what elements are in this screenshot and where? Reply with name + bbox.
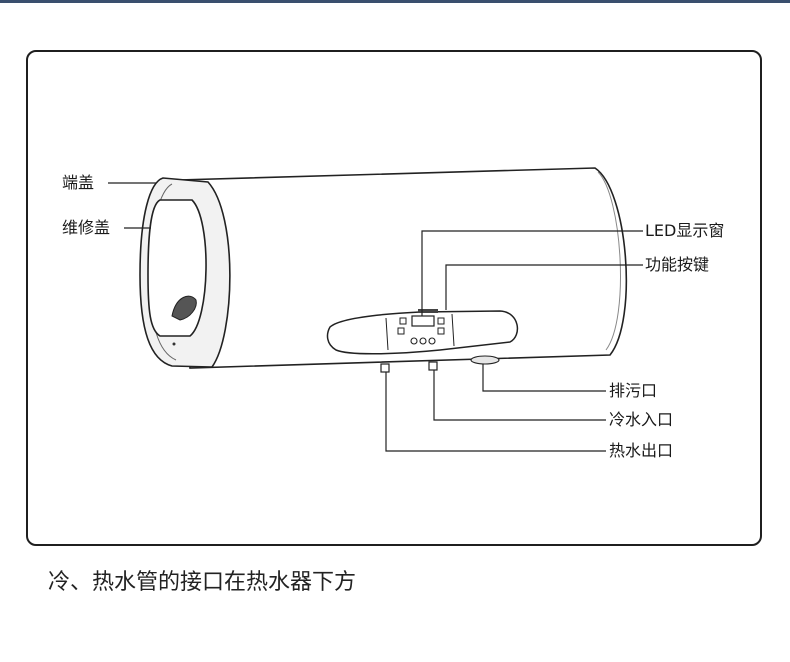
label-end-cap: 端盖 xyxy=(62,173,95,192)
top-border-line xyxy=(0,0,790,3)
drain-outlet-port xyxy=(470,355,500,365)
label-cold-water-inlet: 冷水入口 xyxy=(609,410,674,429)
label-led-window: LED显示窗 xyxy=(645,221,725,240)
cold-water-inlet-pipe xyxy=(428,361,438,371)
diagram-frame xyxy=(26,50,762,546)
hot-water-outlet-pipe xyxy=(380,363,390,373)
label-drain-outlet: 排污口 xyxy=(609,381,658,400)
control-panel xyxy=(326,310,519,355)
leader-cold-water-inlet xyxy=(433,370,606,421)
label-function-keys: 功能按键 xyxy=(645,255,710,274)
function-key xyxy=(419,337,427,345)
leader-drain-outlet xyxy=(482,364,606,392)
function-key xyxy=(410,337,418,345)
function-key xyxy=(428,337,436,345)
leader-hot-water-outlet xyxy=(385,372,606,452)
label-hot-water-outlet: 热水出口 xyxy=(609,441,674,460)
label-service-cover: 维修盖 xyxy=(62,218,111,237)
leader-function-keys xyxy=(445,264,643,310)
leader-led-window xyxy=(421,230,643,316)
caption: 冷、热水管的接口在热水器下方 xyxy=(48,570,357,595)
led-display xyxy=(411,315,435,327)
